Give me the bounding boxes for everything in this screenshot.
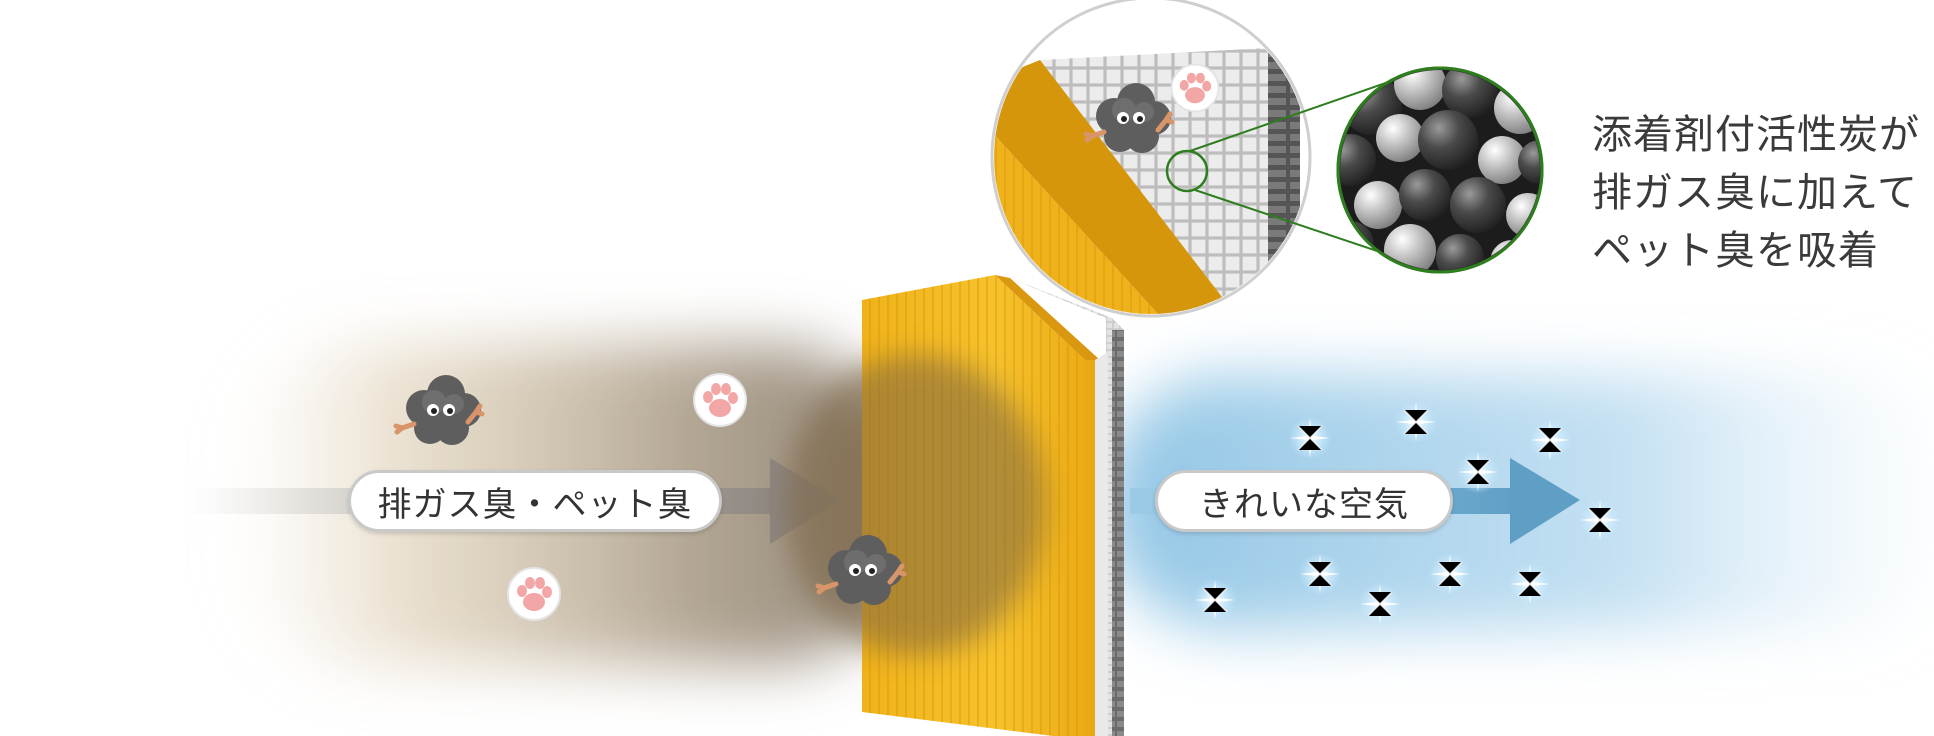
sparkle-icon bbox=[1427, 551, 1473, 597]
paw-icon bbox=[1170, 63, 1220, 113]
sparkle-icon bbox=[1287, 415, 1333, 461]
zoom-connector bbox=[1165, 77, 1411, 263]
activated-carbon-detail bbox=[1336, 66, 1544, 274]
output-air-label: きれいな空気 bbox=[1155, 470, 1453, 532]
filter-cartridge bbox=[785, 275, 1124, 736]
sparkle-icon bbox=[1527, 417, 1573, 463]
sparkle-icon bbox=[1297, 551, 1343, 597]
sparkle-icon bbox=[1192, 577, 1238, 623]
paw-icon bbox=[693, 373, 747, 427]
sparkle-icon bbox=[1357, 581, 1403, 627]
description-line: 添着剤付活性炭が bbox=[1592, 112, 1920, 158]
description-line: 排ガス臭に加えて bbox=[1592, 170, 1918, 216]
zoom-detail bbox=[990, 0, 1312, 318]
sparkle-icon bbox=[1455, 449, 1501, 495]
input-air-label: 排ガス臭・ペット臭 bbox=[348, 470, 722, 532]
sparkle-icon bbox=[1393, 399, 1439, 445]
paw-icon bbox=[507, 567, 561, 621]
carbon-description: 添着剤付活性炭が 排ガス臭に加えて ペット臭を吸着 bbox=[1592, 106, 1922, 280]
description-line: ペット臭を吸着 bbox=[1592, 228, 1879, 274]
sparkle-icon bbox=[1577, 497, 1623, 543]
sparkle-icon bbox=[1507, 561, 1553, 607]
